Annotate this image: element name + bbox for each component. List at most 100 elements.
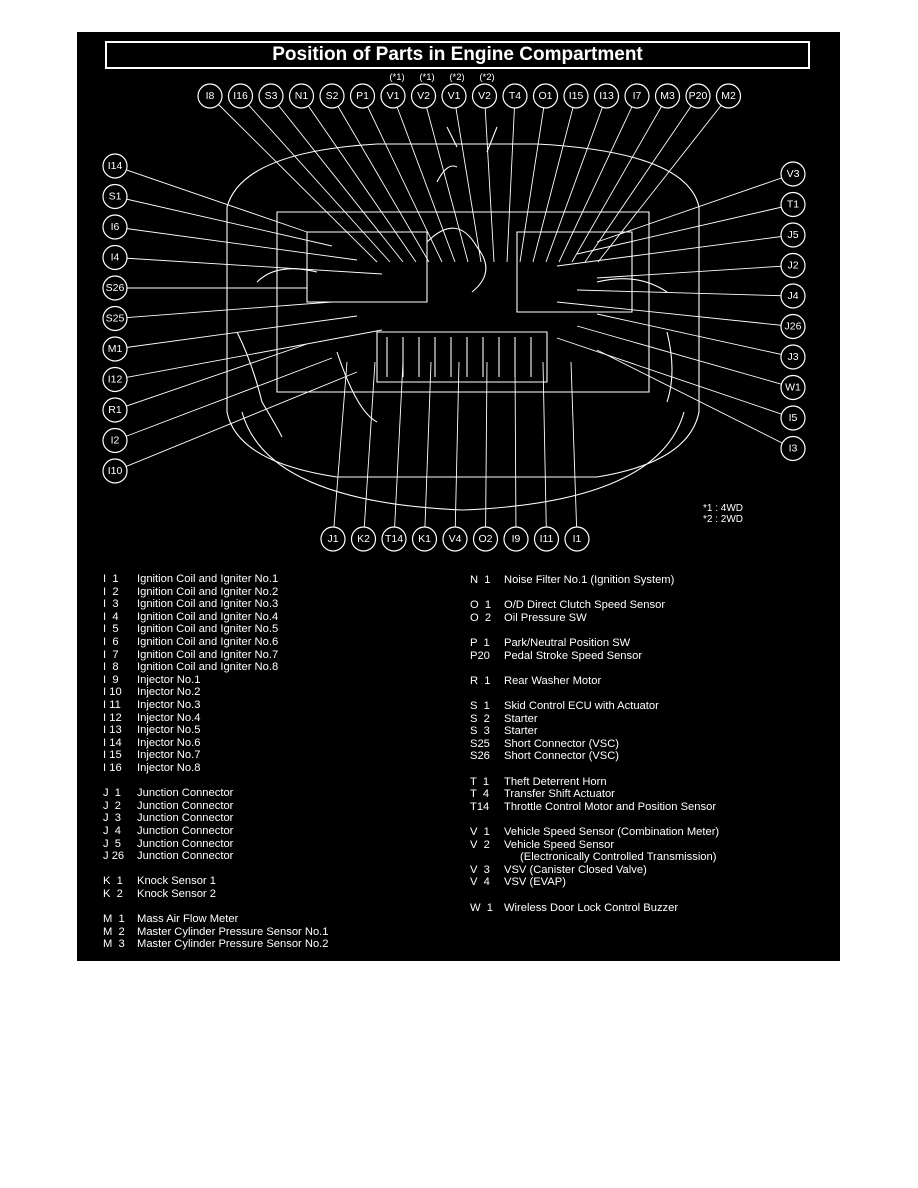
engine-outline-8 xyxy=(596,278,668,293)
legend-left-desc: Injector No.6 xyxy=(137,736,201,749)
callout-left-2-circle xyxy=(102,214,128,240)
callout-right-3: J2 xyxy=(780,252,806,279)
callout-right-6-text: J3 xyxy=(787,351,798,363)
callout-left-4-text: S26 xyxy=(106,282,125,294)
callout-top-9: V2 xyxy=(471,83,498,109)
callout-bottom-2-circle xyxy=(381,526,407,552)
callout-top-5-text: P1 xyxy=(356,90,369,102)
legend-left-code: I 1 xyxy=(103,573,119,585)
engine-outline-1 xyxy=(226,207,700,478)
legend-right-code: O 2 xyxy=(470,611,492,624)
callout-left-10: I10 xyxy=(102,458,128,484)
engine-outline-13 xyxy=(436,165,458,183)
callout-top-5: P1 xyxy=(349,83,376,109)
legend-left-code: I 16 xyxy=(103,762,122,774)
legend-left-desc: Ignition Coil and Igniter No.7 xyxy=(137,648,279,661)
callout-left-7-circle xyxy=(102,366,128,393)
callout-left-6: M1 xyxy=(102,336,128,362)
legend-right-code: S 1 xyxy=(470,700,490,712)
callout-bottom-1-leader xyxy=(363,361,376,540)
callout-bottom-8: I1 xyxy=(564,526,590,552)
callout-left-5: S25 xyxy=(102,305,128,332)
legend-left-code: M 2 xyxy=(103,925,125,938)
callout-right-0: V3 xyxy=(780,161,806,187)
callout-left-6-text: M1 xyxy=(108,343,123,355)
callout-top-7-circle xyxy=(410,83,437,109)
legend-left-desc: Junction Connector xyxy=(137,787,234,800)
engine-outline-10 xyxy=(666,331,673,403)
callout-right-9: I3 xyxy=(780,435,806,462)
engine-outline-11 xyxy=(336,351,378,423)
callout-top-0: I8 xyxy=(197,83,223,109)
legend-left-code: K 1 xyxy=(103,875,123,888)
callout-bottom-7-leader xyxy=(542,361,547,540)
callout-top-3-text: N1 xyxy=(295,90,309,102)
callout-right-5-circle xyxy=(780,313,806,340)
callout-left-1: S1 xyxy=(102,183,128,210)
callout-top-7-text: V2 xyxy=(417,90,430,102)
callout-top-9-text: V2 xyxy=(478,90,491,102)
legend-right-desc: Starter xyxy=(504,712,538,725)
callout-left-4: S26 xyxy=(102,275,128,301)
legend-left-desc: Injector No.5 xyxy=(137,724,201,737)
callout-top-11-text: O1 xyxy=(538,90,552,102)
callout-bottom-1-circle xyxy=(350,526,377,552)
legend-right-code: S26 xyxy=(470,750,490,763)
callout-right-4: J4 xyxy=(780,283,806,309)
legend-left-desc: Ignition Coil and Igniter No.3 xyxy=(137,598,279,611)
top-note-1: (*1) xyxy=(419,72,434,83)
callout-left-8-leader xyxy=(114,343,308,411)
legend-right-code: S 2 xyxy=(470,712,490,725)
legend-right-code: R 1 xyxy=(470,674,491,687)
callout-left-7-leader xyxy=(114,329,383,380)
callout-right-5: J26 xyxy=(780,313,806,340)
callout-top-1-circle xyxy=(227,83,254,109)
top-note-3: (*2) xyxy=(479,72,494,83)
callout-top-15-leader xyxy=(571,95,668,263)
legend-right-desc: Vehicle Speed Sensor xyxy=(504,838,615,851)
callout-top-9-circle xyxy=(471,83,498,109)
legend-left-code: J 4 xyxy=(103,825,122,837)
callout-top-17-text: M2 xyxy=(721,90,736,102)
callout-bottom-3-circle xyxy=(411,526,438,552)
callout-top-14: I7 xyxy=(624,83,650,109)
callout-right-4-leader xyxy=(576,289,794,297)
legend-right-code: O 1 xyxy=(470,599,492,612)
legend-right-code: V 3 xyxy=(470,863,490,876)
callout-bottom-3-leader xyxy=(424,361,432,540)
legend-left-code: I 15 xyxy=(103,749,122,762)
legend-right-code: N 1 xyxy=(470,574,491,586)
callout-top-15-text: M3 xyxy=(660,90,675,102)
legend-left-desc: Junction Connector xyxy=(137,850,234,863)
legend-right-code: T14 xyxy=(470,800,490,813)
legend-right-desc: Throttle Control Motor and Position Sens… xyxy=(504,800,717,813)
callout-top-15: M3 xyxy=(654,83,681,109)
legend-left-desc: Knock Sensor 2 xyxy=(137,888,216,900)
callout-bottom-6-leader xyxy=(514,361,517,540)
callout-right-3-text: J2 xyxy=(787,260,798,272)
callout-right-5-leader xyxy=(556,301,794,327)
legend-right-desc: VSV (Canister Closed Valve) xyxy=(504,863,647,876)
legend-right-desc: Rear Washer Motor xyxy=(504,674,602,687)
callout-top-11-leader xyxy=(519,95,546,263)
callout-bottom-0-leader xyxy=(332,361,348,540)
legend-right-code: V 1 xyxy=(470,826,490,838)
callout-right-9-leader xyxy=(596,349,794,449)
legend-left-code: I 7 xyxy=(103,648,119,661)
legend-left-code: I 4 xyxy=(103,610,119,623)
legend-left-code: J 1 xyxy=(103,787,122,800)
callout-right-0-circle xyxy=(780,161,806,187)
callout-top-17-leader xyxy=(597,95,729,263)
legend-right-desc: Theft Deterrent Horn xyxy=(504,775,607,788)
callout-top-2-circle xyxy=(258,83,284,109)
callout-left-1-circle xyxy=(102,183,128,210)
callout-top-11-circle xyxy=(532,83,559,109)
callout-left-3-leader xyxy=(114,257,383,275)
legend-left-code: I 13 xyxy=(103,724,122,737)
engine-outline-6 xyxy=(376,331,548,383)
callout-top-6: V1 xyxy=(380,83,406,109)
callout-top-13-leader xyxy=(545,95,607,263)
callout-top-11: O1 xyxy=(532,83,559,109)
callout-top-14-text: I7 xyxy=(633,90,642,102)
